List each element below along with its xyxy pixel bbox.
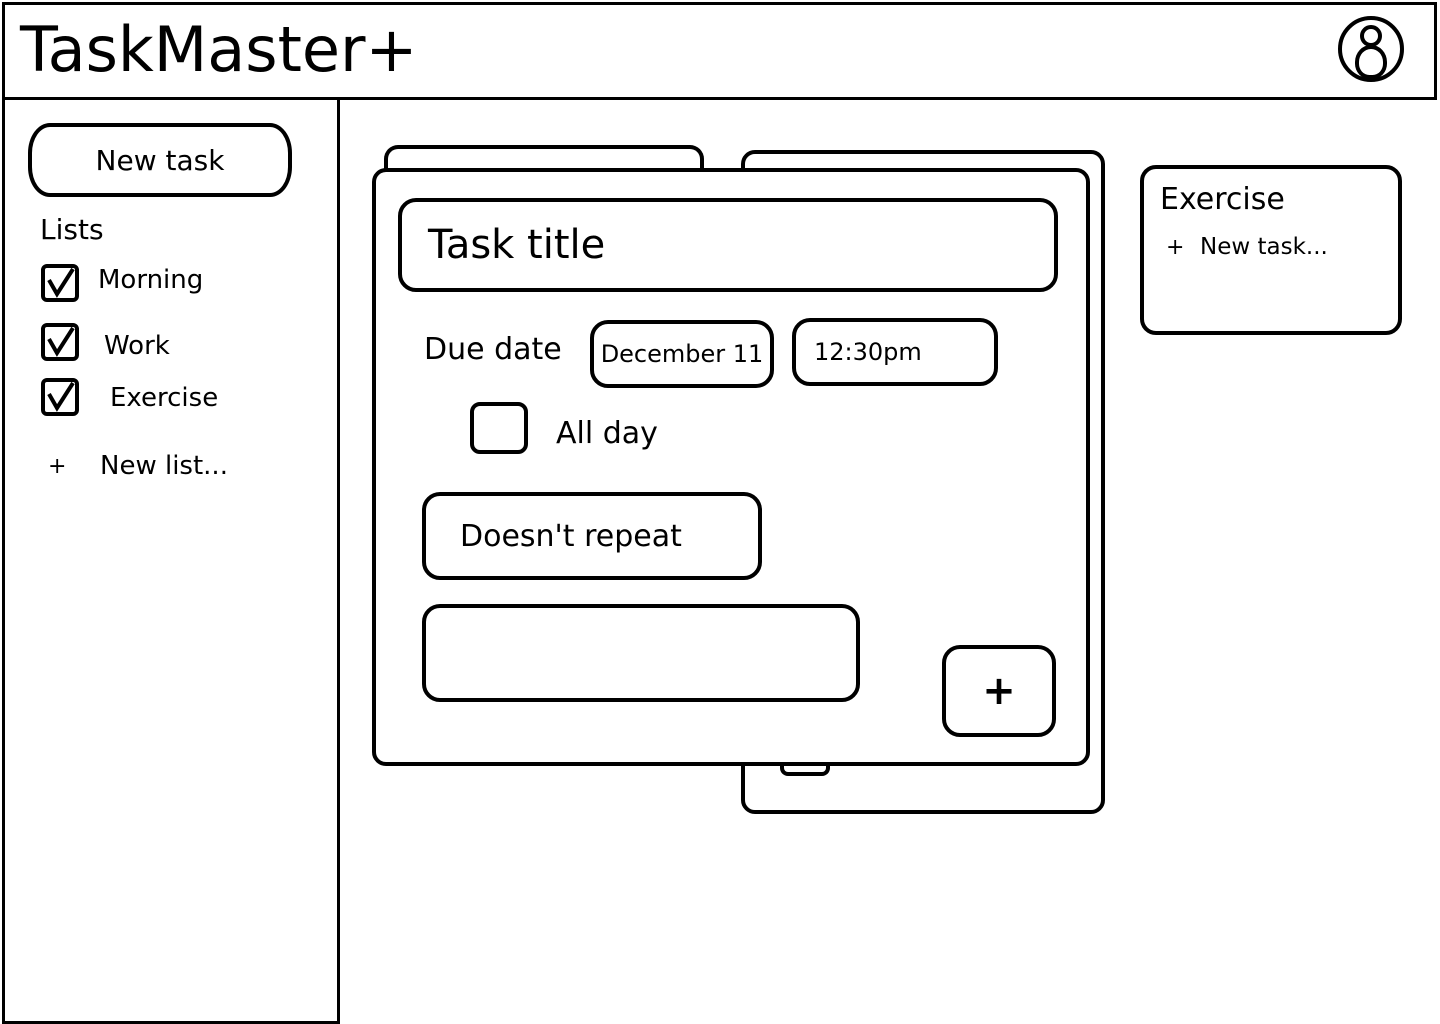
user-avatar-icon[interactable]	[1338, 16, 1404, 82]
list-label-morning[interactable]: Morning	[98, 265, 204, 295]
repeat-dropdown[interactable]: Doesn't repeat	[422, 492, 762, 580]
list-checkbox-exercise[interactable]	[41, 378, 79, 416]
exercise-new-task-button[interactable]: New task...	[1200, 234, 1328, 260]
checkmark-icon	[47, 327, 75, 357]
checkmark-icon	[47, 268, 75, 298]
app-title: TaskMaster+	[20, 13, 418, 86]
exercise-panel-title: Exercise	[1160, 182, 1285, 217]
list-label-work[interactable]: Work	[104, 331, 170, 361]
due-date-label: Due date	[424, 332, 562, 367]
plus-icon[interactable]: +	[1166, 235, 1185, 260]
list-label-exercise[interactable]: Exercise	[110, 383, 219, 413]
add-task-button[interactable]: +	[942, 645, 1056, 737]
notes-input[interactable]	[422, 604, 860, 702]
due-time-picker[interactable]: 12:30pm	[792, 318, 998, 386]
new-task-button[interactable]: New task	[28, 123, 292, 197]
exercise-list-panel	[1140, 165, 1402, 335]
new-list-button[interactable]: New list...	[100, 451, 228, 481]
checkmark-icon	[47, 382, 75, 412]
all-day-label: All day	[556, 416, 658, 451]
plus-icon[interactable]: +	[48, 454, 67, 479]
all-day-checkbox[interactable]	[470, 402, 528, 454]
lists-heading: Lists	[40, 213, 104, 246]
list-checkbox-morning[interactable]	[41, 264, 79, 302]
due-date-picker[interactable]: December 11	[590, 320, 774, 388]
task-title-input[interactable]: Task title	[398, 198, 1058, 292]
sidebar	[2, 98, 340, 1024]
app-header	[2, 2, 1437, 100]
list-checkbox-work[interactable]	[41, 323, 79, 361]
